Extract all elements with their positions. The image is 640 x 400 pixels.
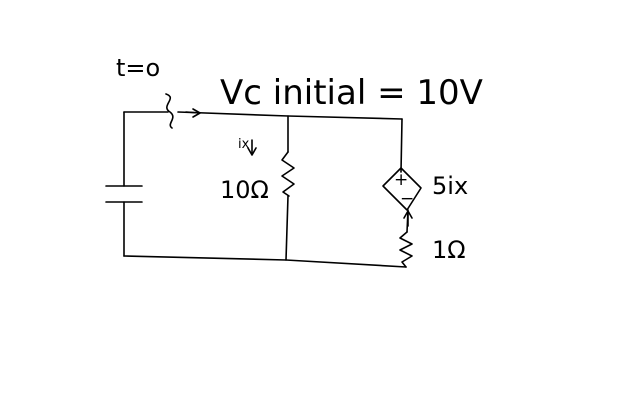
resistor-10-ohm <box>281 151 295 197</box>
source-label: 5ix <box>432 172 468 200</box>
current-label: ix <box>238 137 250 152</box>
source-plus-sign: + <box>394 170 408 190</box>
dependent-voltage-source: + − <box>382 167 422 227</box>
resistor-1-label: 1Ω <box>432 236 466 264</box>
switch-symbol <box>165 93 201 129</box>
wire-right-top <box>400 118 403 173</box>
source-minus-sign: − <box>400 189 414 209</box>
switch-time-label: t=o <box>116 54 160 82</box>
wire-middle-bottom <box>285 195 289 261</box>
current-arrow <box>247 139 257 156</box>
capacitor-initial-voltage-label: Vc initial = 10V <box>220 73 483 113</box>
capacitor <box>105 185 143 203</box>
wire-top-right <box>177 111 403 120</box>
resistor-10-label: 10Ω <box>220 176 269 204</box>
wire-bottom <box>123 255 407 268</box>
resistor-1-ohm <box>399 231 413 268</box>
wires <box>123 111 409 268</box>
